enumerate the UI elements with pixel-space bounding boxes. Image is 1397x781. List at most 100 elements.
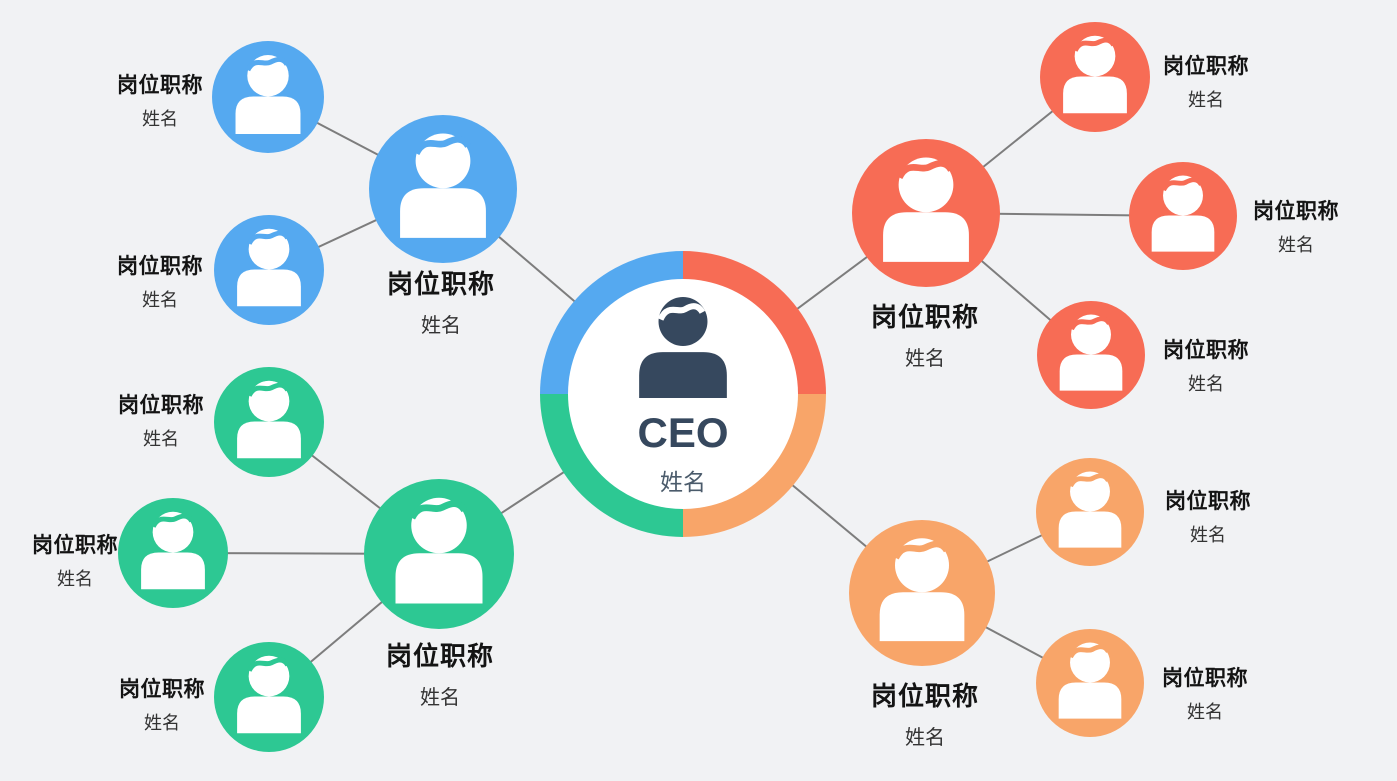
mgr-red-avatar[interactable] — [852, 139, 1000, 287]
person-body — [883, 212, 969, 262]
position-title: 岗位职称 — [32, 534, 118, 557]
leaf-red-3-avatar[interactable] — [1037, 301, 1145, 409]
person-name: 姓名 — [1188, 90, 1224, 110]
position-title: 岗位职称 — [117, 255, 203, 278]
hair-wave — [246, 382, 290, 397]
hair-wave — [413, 136, 472, 156]
mgr-green-label: 岗位职称姓名 — [386, 636, 494, 710]
person-icon — [1071, 314, 1111, 355]
leaf-orange-2-label: 岗位职称姓名 — [1162, 662, 1248, 724]
person-name: 姓名 — [1278, 235, 1314, 255]
leaf-green-3-avatar[interactable] — [214, 642, 324, 752]
leaf-orange-2-avatar[interactable] — [1036, 629, 1144, 737]
position-title: 岗位职称 — [118, 394, 204, 417]
person-head — [658, 296, 708, 346]
leaf-red-1-avatar[interactable] — [1040, 22, 1150, 132]
person-body — [237, 421, 301, 459]
leaf-red-1-label: 岗位职称姓名 — [1163, 50, 1249, 112]
person-name: 姓名 — [1190, 525, 1226, 545]
hair-wave — [896, 160, 955, 180]
hair-wave — [1161, 177, 1204, 192]
leaf-blue-1-avatar[interactable] — [212, 41, 324, 153]
leaf-blue-2-avatar[interactable] — [214, 215, 324, 325]
leaf-orange-1-avatar[interactable] — [1036, 458, 1144, 566]
position-title: 岗位职称 — [1165, 490, 1251, 513]
person-icon — [639, 296, 727, 398]
person-body — [395, 553, 483, 604]
person-icon — [898, 157, 954, 213]
person-name: 姓名 — [57, 569, 93, 589]
hair-wave — [408, 500, 468, 520]
person-body — [1151, 215, 1215, 252]
position-title: 岗位职称 — [117, 74, 203, 97]
ceo-name: 姓名 — [660, 468, 706, 495]
ceo-node[interactable]: CEO 姓名 — [540, 251, 826, 537]
position-title: 岗位职称 — [1163, 55, 1249, 78]
position-title: 岗位职称 — [385, 641, 495, 671]
person-body — [141, 552, 205, 590]
leaf-blue-2-label: 岗位职称姓名 — [117, 250, 203, 312]
person-name: 姓名 — [142, 109, 178, 129]
ceo-title: CEO — [637, 408, 729, 456]
person-icon — [415, 133, 471, 189]
person-icon — [248, 655, 290, 697]
hair-wave — [1068, 644, 1111, 659]
person-body — [400, 188, 486, 238]
person-icon — [247, 55, 289, 97]
leaf-green-2-avatar[interactable] — [118, 498, 228, 608]
hair-wave — [892, 540, 950, 560]
mgr-green-avatar[interactable] — [364, 479, 514, 629]
mgr-orange-label: 岗位职称姓名 — [871, 676, 979, 750]
leaf-red-2-avatar[interactable] — [1129, 162, 1237, 270]
mgr-orange-avatar[interactable] — [849, 520, 995, 666]
person-icon — [1074, 35, 1116, 77]
mgr-red-label: 岗位职称姓名 — [871, 297, 979, 371]
person-name: 姓名 — [144, 713, 180, 733]
person-body — [237, 269, 301, 307]
person-name: 姓名 — [1187, 702, 1223, 722]
person-body — [1063, 76, 1127, 114]
person-icon — [1070, 642, 1110, 683]
person-icon — [1163, 175, 1203, 216]
leaf-green-2-label: 岗位职称姓名 — [32, 529, 118, 591]
leaf-orange-1-label: 岗位职称姓名 — [1165, 485, 1251, 547]
leaf-green-3-label: 岗位职称姓名 — [119, 673, 205, 735]
person-body — [235, 96, 301, 134]
person-name: 姓名 — [1188, 374, 1224, 394]
leaf-blue-1-label: 岗位职称姓名 — [117, 69, 203, 131]
position-title: 岗位职称 — [870, 681, 980, 711]
hair-wave — [1072, 37, 1116, 52]
position-title: 岗位职称 — [1162, 667, 1248, 690]
person-icon — [411, 497, 467, 554]
mgr-blue-avatar[interactable] — [369, 115, 517, 263]
position-title: 岗位职称 — [870, 302, 980, 332]
ceo-inner-circle: CEO 姓名 — [568, 279, 798, 509]
leaf-red-3-label: 岗位职称姓名 — [1163, 334, 1249, 396]
leaf-red-2-label: 岗位职称姓名 — [1253, 195, 1339, 257]
hair-wave — [246, 230, 290, 245]
position-title: 岗位职称 — [386, 269, 496, 299]
hair-wave — [245, 56, 290, 72]
hair-wave — [150, 513, 194, 528]
person-icon — [152, 511, 194, 553]
person-icon — [894, 538, 950, 593]
person-body — [1058, 511, 1122, 548]
mgr-blue-label: 岗位职称姓名 — [387, 264, 495, 338]
person-icon — [248, 380, 290, 422]
person-name: 姓名 — [142, 290, 178, 310]
person-body — [879, 592, 965, 642]
person-name: 姓名 — [143, 429, 179, 449]
leaf-green-1-avatar[interactable] — [214, 367, 324, 477]
person-name: 姓名 — [420, 315, 461, 337]
person-name: 姓名 — [419, 687, 460, 709]
person-body — [1058, 682, 1122, 719]
person-icon — [248, 228, 290, 270]
position-title: 岗位职称 — [1253, 200, 1339, 223]
position-title: 岗位职称 — [119, 678, 205, 701]
leaf-green-1-label: 岗位职称姓名 — [118, 389, 204, 451]
hair-wave — [1068, 473, 1111, 488]
hair-wave — [246, 657, 290, 672]
person-body — [1059, 354, 1123, 391]
person-body — [639, 351, 727, 398]
